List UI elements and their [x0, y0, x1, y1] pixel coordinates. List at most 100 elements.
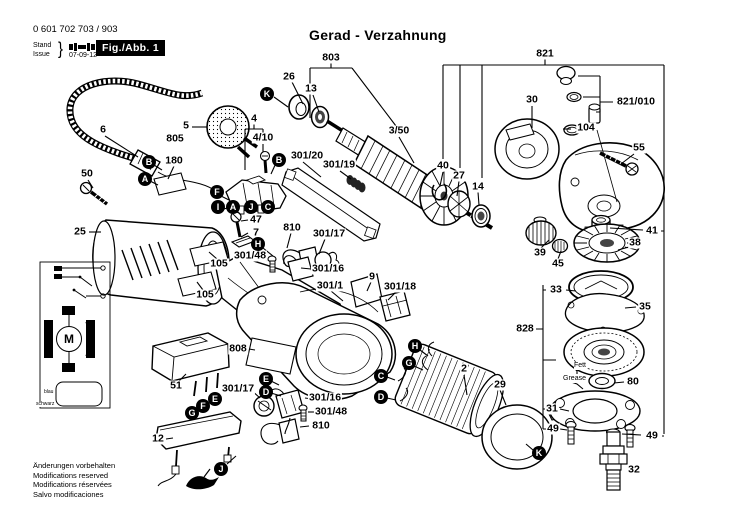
gasket-35 [564, 292, 645, 334]
callout-letter-f: F [210, 185, 224, 199]
part-label: 104 [576, 121, 596, 134]
screw-47 [230, 211, 242, 238]
part-label: 301/1 [315, 279, 345, 292]
part-label: 40 [436, 159, 450, 172]
document-part-number: 0 601 702 703 / 903 [33, 24, 118, 35]
wire-label-black: schwarz [36, 401, 55, 407]
part-label: 13 [304, 82, 318, 95]
part-label: 808 [228, 342, 248, 355]
callout-letter-e: E [259, 372, 273, 386]
part-label: 31 [545, 402, 559, 415]
part-label: 810 [282, 221, 302, 234]
screw-301-48-top [267, 255, 277, 273]
part-label: 301/17 [220, 382, 256, 395]
part-label: 821 [535, 47, 555, 60]
switch-51 [151, 332, 230, 397]
motor-symbol: M [56, 326, 82, 352]
part-label: 821/010 [616, 95, 656, 108]
washer-80 [588, 372, 616, 390]
part-label: 805 [165, 132, 185, 145]
revision-block: Stand Issue [33, 41, 51, 59]
part-label: 14 [471, 180, 485, 193]
callout-letter-a: A [138, 172, 152, 186]
part-label: 301/17 [311, 227, 347, 240]
part-label: 12 [151, 432, 165, 445]
baffle-plate-30 [494, 118, 560, 180]
bearing-14 [471, 204, 491, 228]
callout-letter-e: E [208, 392, 222, 406]
part-label: 3/50 [387, 124, 411, 137]
carbon-brush-301-16-top [283, 255, 314, 282]
part-label: 180 [164, 154, 184, 167]
part-label: 7 [252, 226, 260, 239]
screw-4-10 [259, 150, 271, 174]
suppressor-810-bottom [260, 417, 300, 445]
part-label: 55 [632, 141, 646, 154]
part-label: 50 [80, 167, 94, 180]
washer-27 [447, 190, 471, 218]
brush-cap-301-17-bottom [253, 395, 275, 417]
part-label: 4 [250, 112, 258, 125]
callout-letter-b: B [272, 153, 286, 167]
cord-pictogram [186, 468, 219, 490]
part-label: 301/48 [232, 249, 268, 262]
callout-letter-d: D [374, 390, 388, 404]
callout-letter-b: B [142, 155, 156, 169]
bearing-13 [310, 105, 330, 129]
part-label: 301/48 [313, 405, 349, 418]
part-label: 29 [493, 378, 507, 391]
motor-housing-301-1 [235, 282, 397, 401]
callout-letter-i: I [211, 200, 225, 214]
part-label: 33 [549, 283, 563, 296]
footer-line-fr: Modifications réservées [33, 480, 112, 489]
part-label: 105 [209, 257, 229, 270]
callout-letter-c: C [261, 200, 275, 214]
screw-49-left [565, 420, 577, 445]
part-label: 41 [645, 224, 659, 237]
part-label: 5 [182, 119, 190, 132]
stand-label: Stand [33, 42, 52, 49]
part-label: 26 [282, 70, 296, 83]
spindle-lock-821-010 [556, 65, 618, 203]
label-plate-808 [245, 337, 297, 375]
part-label: 80 [626, 375, 640, 388]
callout-letter-f: F [196, 399, 210, 413]
callout-letter-k: K [532, 446, 546, 460]
felt-ring-26 [288, 94, 310, 120]
part-label: 301/18 [382, 280, 418, 293]
part-label: 30 [525, 93, 539, 106]
part-label: 49 [645, 429, 659, 442]
cover-bar-12 [155, 411, 242, 487]
part-label: 810 [311, 419, 331, 432]
issue-label: Issue [33, 51, 50, 58]
grease-note-en: Grease [563, 375, 586, 383]
screw-50 [79, 181, 109, 206]
footer-line-de: Änderungen vorbehalten [33, 461, 116, 470]
crown-gear-38 [573, 223, 641, 263]
circlip-40 [431, 183, 448, 201]
part-label: 105 [195, 288, 215, 301]
bevel-gear-39 [525, 216, 557, 246]
part-label: 301/16 [310, 262, 346, 275]
mains-plug [206, 105, 258, 159]
issue-date: 07-09-12 [69, 52, 98, 59]
callout-letter-h: H [408, 339, 422, 353]
footer-line-en: Modifications reserved [33, 470, 109, 480]
sticker-180 [153, 172, 187, 196]
part-label: 301/16 [307, 391, 343, 404]
part-label: 301/20 [289, 149, 325, 162]
part-label: 301/19 [321, 158, 357, 171]
callout-letter-c: C [374, 369, 388, 383]
part-label: 2 [460, 362, 468, 375]
part-label: 32 [627, 463, 641, 476]
part-label: 25 [73, 225, 87, 238]
brush-plate-301-20 [281, 167, 381, 242]
part-label: 49 [546, 422, 560, 435]
part-label: 51 [169, 379, 183, 392]
grease-note-de: Fett [573, 362, 586, 370]
figure-label: Fig./Abb. 1 [96, 40, 165, 56]
tag-9 [350, 273, 383, 308]
page-title: Gerad - Verzahnung [309, 27, 447, 43]
